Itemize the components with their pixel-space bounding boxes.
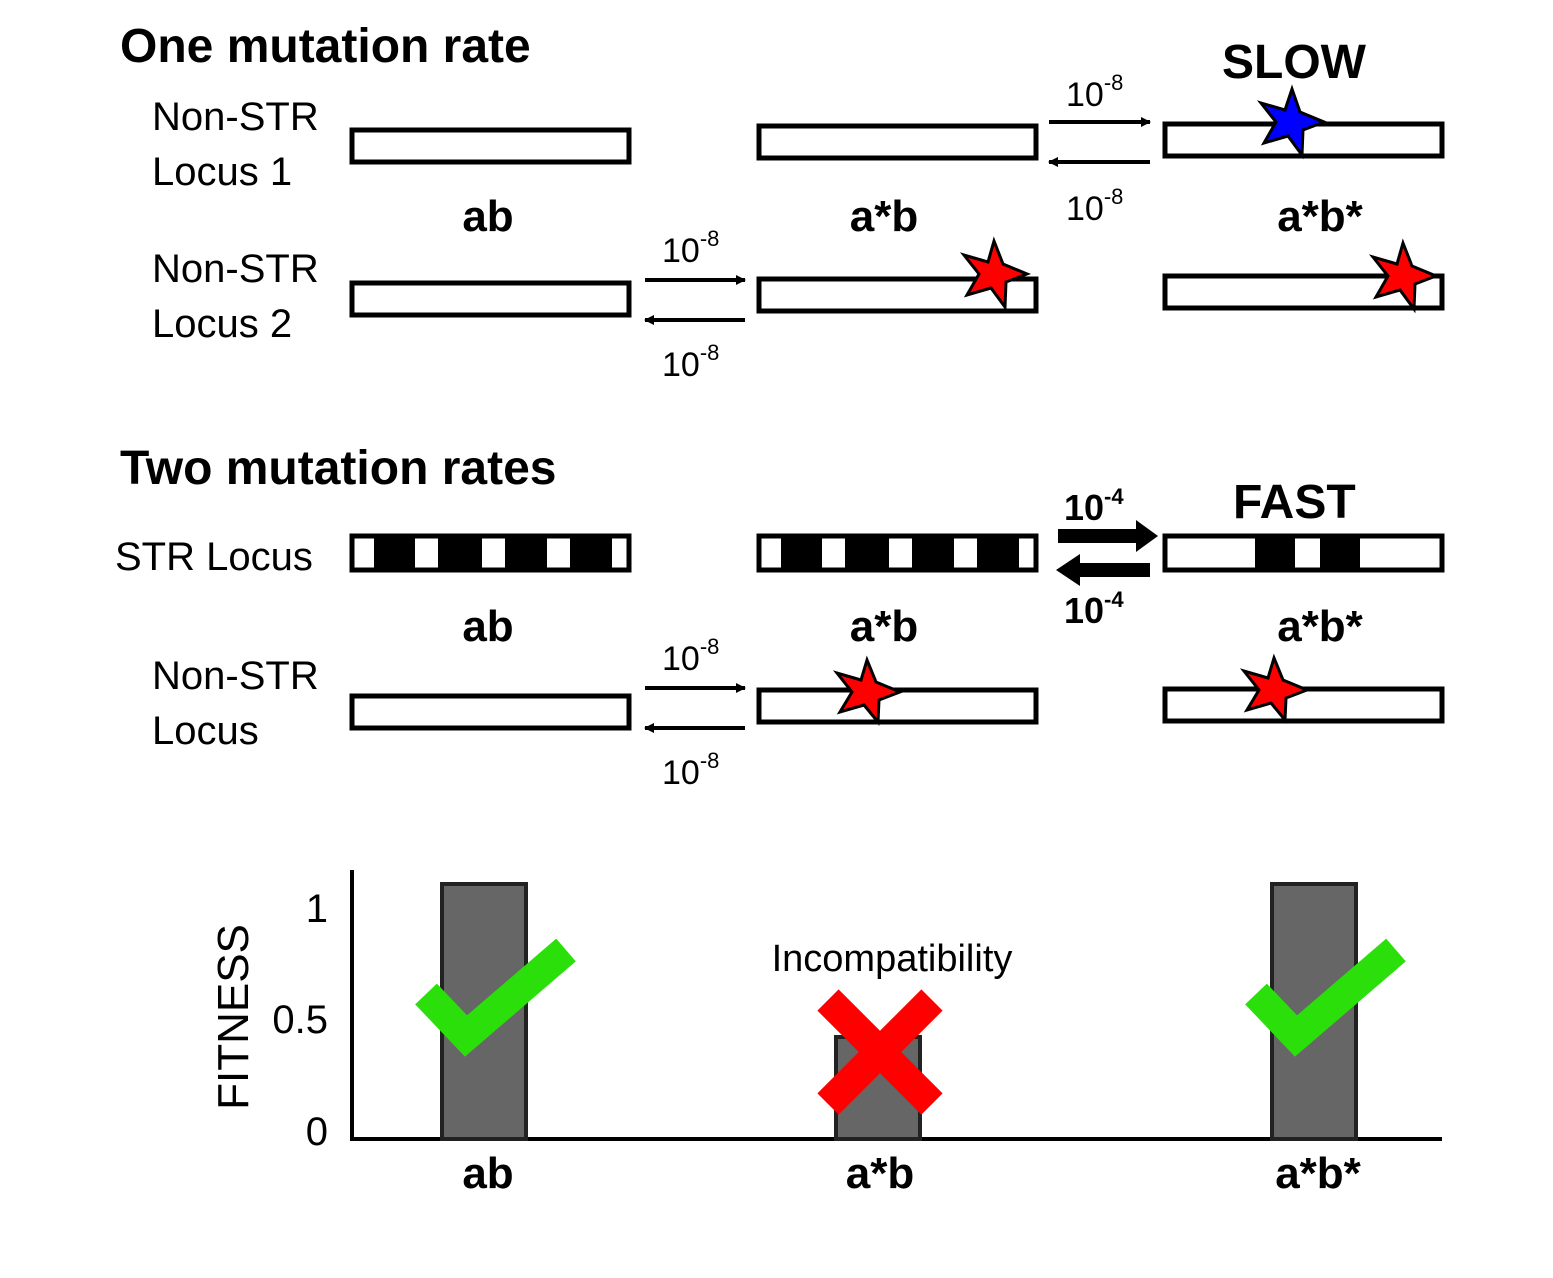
rate-label: 10-8 xyxy=(1066,184,1123,228)
fitness-chart: FITNESS 1 0.5 0 Incompatibility ab a*b a… xyxy=(209,870,1442,1198)
rate-label: 10-8 xyxy=(662,226,719,270)
x-tick-label-ab: ab xyxy=(462,1149,513,1198)
locus2-label-line2: Locus 2 xyxy=(152,302,292,346)
locus1-label-line1: Non-STR xyxy=(152,95,319,139)
y-tick-label-0: 0 xyxy=(306,1110,328,1154)
geno-label-a-star-b-star-2: a*b* xyxy=(1277,602,1363,651)
locus1-box-ab xyxy=(349,127,632,165)
check-icon xyxy=(415,938,576,1057)
fast-backward-arrowhead-icon xyxy=(1056,554,1080,586)
cross-icon xyxy=(817,989,943,1115)
rate-label: 10-8 xyxy=(1066,70,1123,114)
locus1-label-line2: Locus 1 xyxy=(152,150,292,194)
nonstr-box-ab xyxy=(349,693,632,731)
nonstr-locus-label-line1: Non-STR xyxy=(152,654,319,698)
rate-label: 10-8 xyxy=(662,340,719,384)
star-mutation-icon xyxy=(832,655,905,726)
str-box-a-star-b-star xyxy=(1162,533,1445,573)
y-tick-label-1: 1 xyxy=(306,887,328,931)
geno-label-a-star-b-2: a*b xyxy=(850,602,918,651)
rate-label: 10-8 xyxy=(662,748,719,792)
geno-label-ab-2: ab xyxy=(462,602,513,651)
locus2-box-ab xyxy=(349,280,632,318)
geno-label-ab-1: ab xyxy=(462,192,513,241)
fast-label: FAST xyxy=(1233,476,1356,529)
geno-label-a-star-b-1: a*b xyxy=(850,192,918,241)
rate-label: 10-8 xyxy=(662,634,719,678)
locus2-label-line1: Non-STR xyxy=(152,247,319,291)
x-tick-label-a-star-b: a*b xyxy=(846,1149,914,1198)
y-axis-label: FITNESS xyxy=(209,924,258,1110)
str-locus-label: STR Locus xyxy=(115,535,313,579)
star-mutation-icon xyxy=(1239,653,1312,724)
y-tick-label-0-5: 0.5 xyxy=(272,998,328,1042)
section-title-two-rates: Two mutation rates xyxy=(120,442,556,495)
star-mutation-icon xyxy=(1368,238,1441,314)
locus1-box-a-star-b xyxy=(756,123,1039,161)
star-mutation-icon xyxy=(959,236,1032,312)
fast-forward-arrowhead-icon xyxy=(1136,520,1158,552)
nonstr-box-a-star-b-star xyxy=(1162,686,1445,724)
fast-rate-label: 10-4 xyxy=(1064,484,1124,528)
star-slow-icon xyxy=(1256,84,1329,160)
fast-rate-label: 10-4 xyxy=(1064,587,1124,631)
nonstr-box-a-star-b xyxy=(756,687,1039,725)
section-title-one-rate: One mutation rate xyxy=(120,20,531,73)
incompatibility-annotation: Incompatibility xyxy=(772,938,1013,980)
x-tick-label-a-star-b-star: a*b* xyxy=(1275,1149,1361,1198)
str-box-a-star-b xyxy=(756,533,1039,573)
nonstr-locus-label-line2: Locus xyxy=(152,709,259,753)
geno-label-a-star-b-star-1: a*b* xyxy=(1277,192,1363,241)
str-box-ab xyxy=(349,533,632,573)
check-icon xyxy=(1245,938,1406,1057)
slow-label: SLOW xyxy=(1222,36,1367,89)
